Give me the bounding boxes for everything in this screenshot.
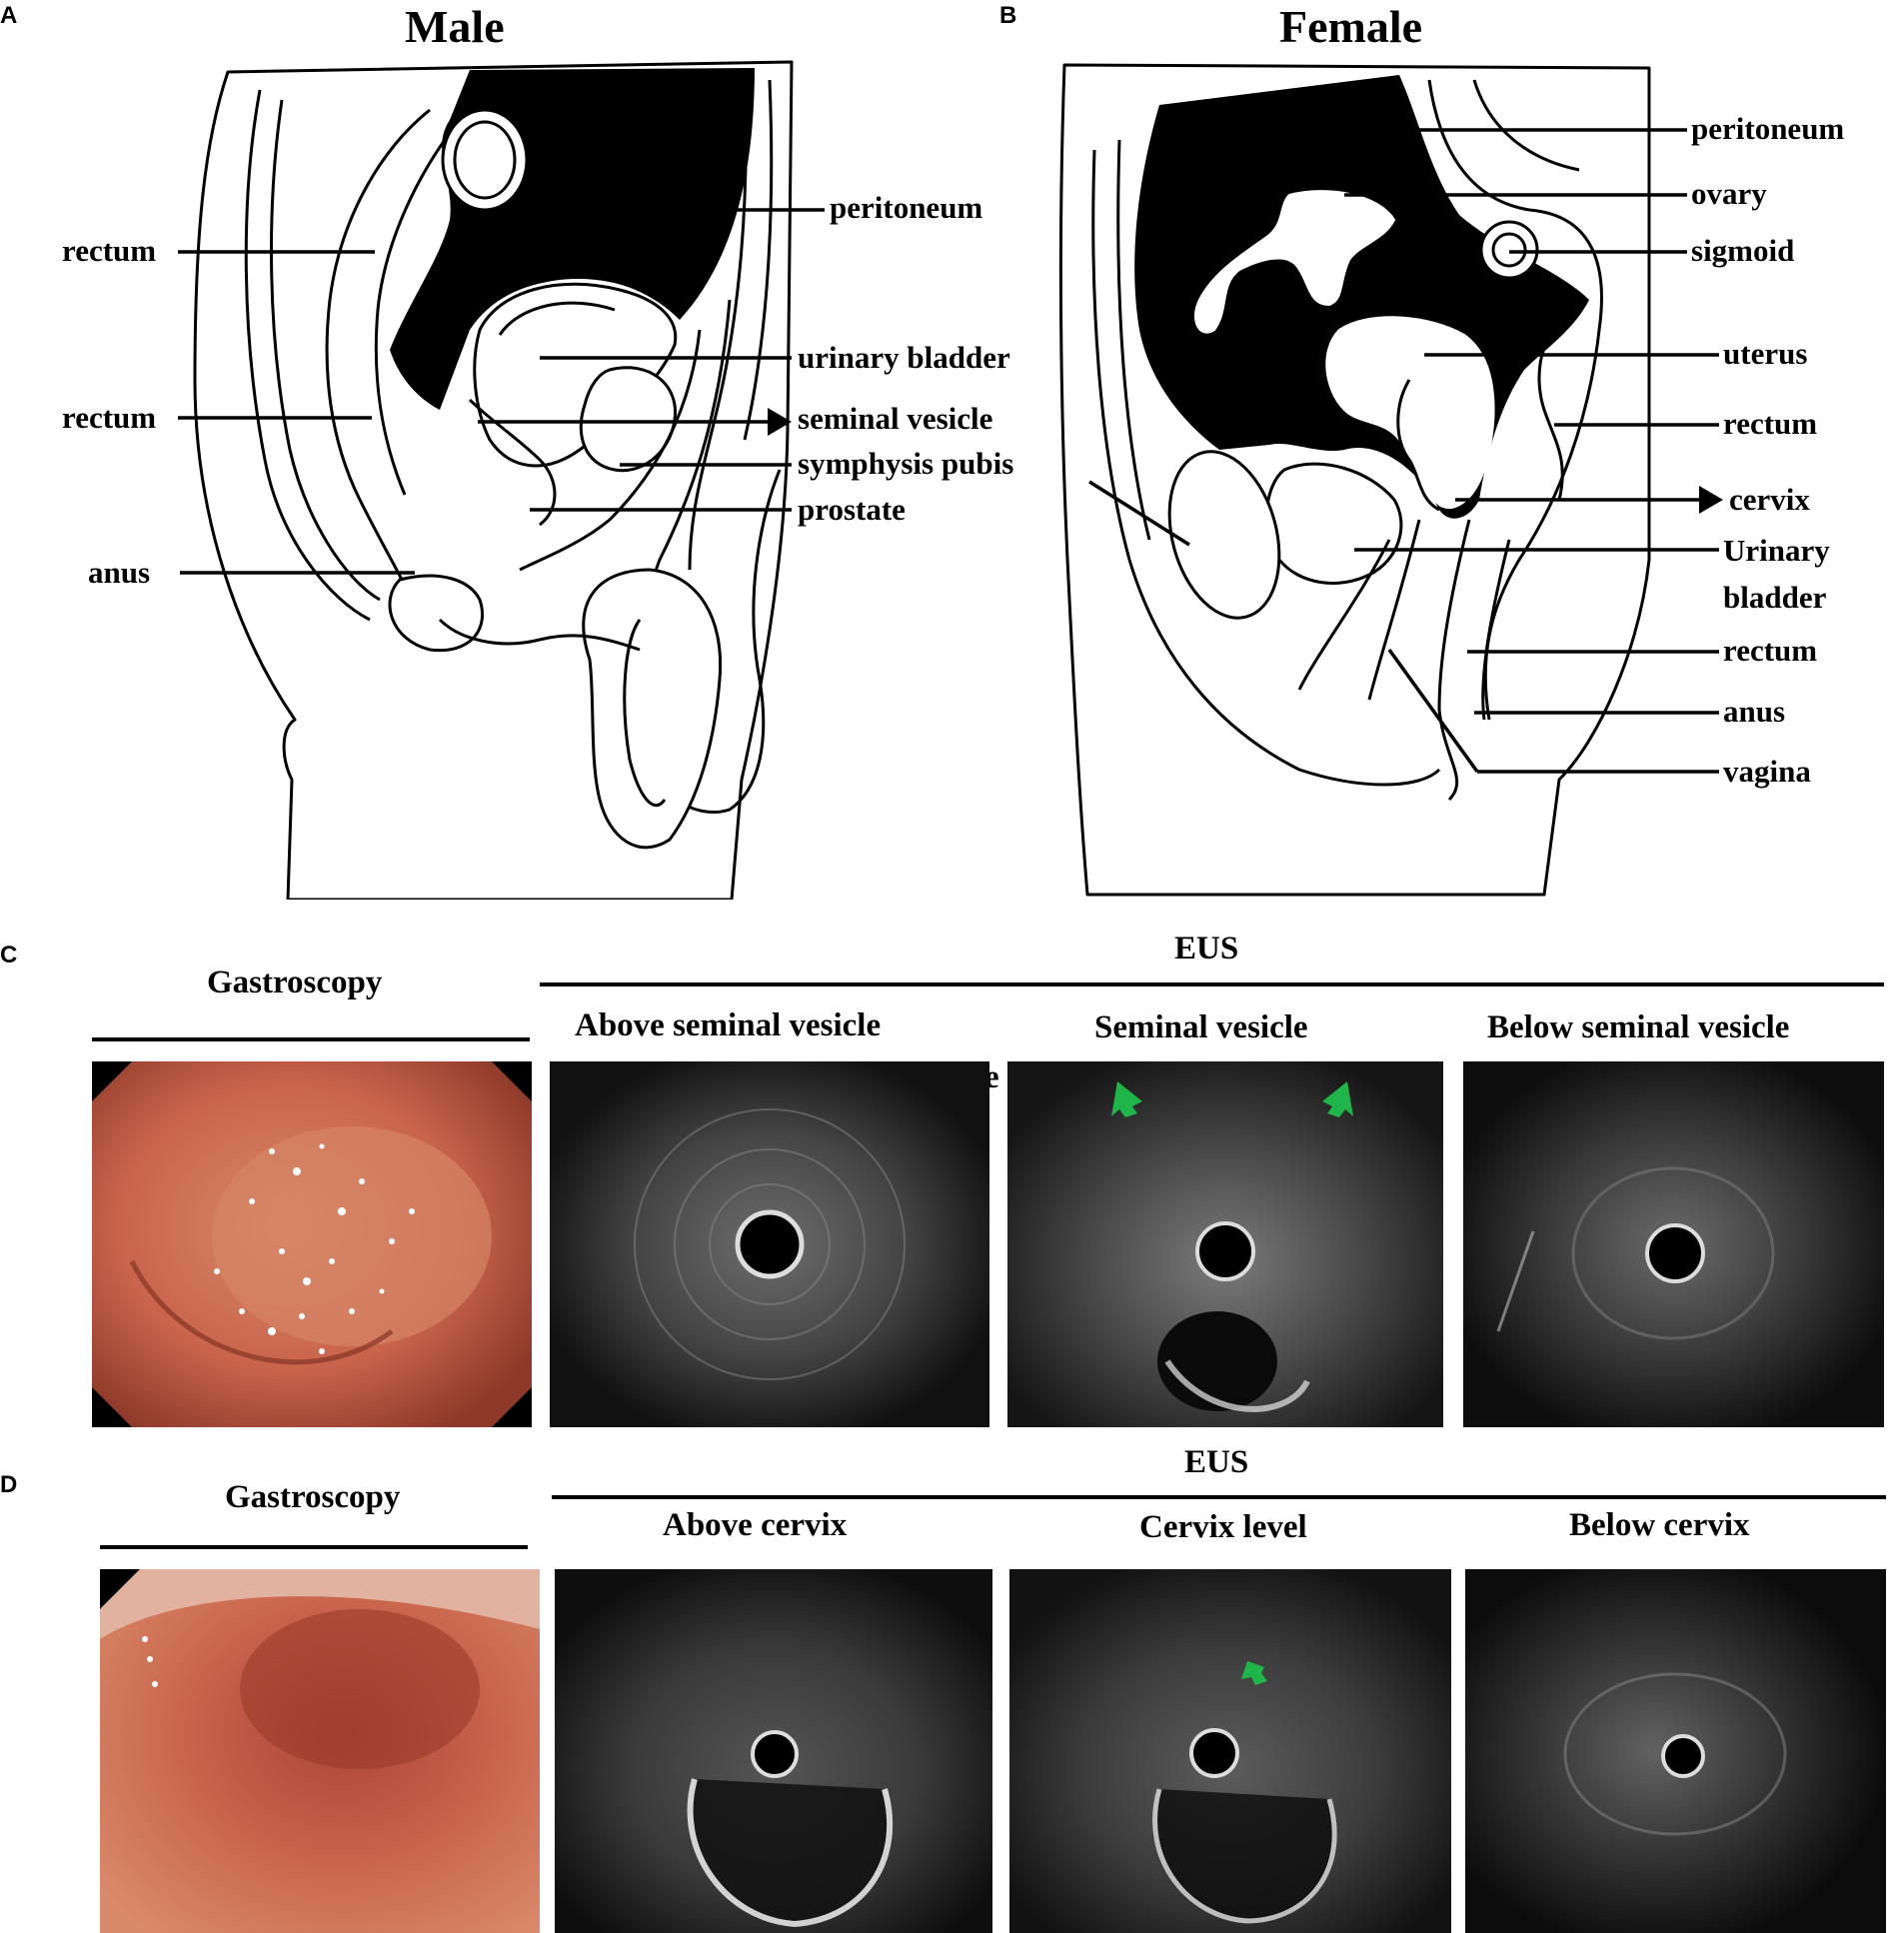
panel-c-eus-rule — [540, 982, 1884, 986]
panel-c-col-seminal: Seminal vesicle — [1094, 1009, 1308, 1045]
panel-c-eus-below-image — [1463, 1061, 1884, 1427]
panel-c-col-below: Below seminal vesicle — [1487, 1009, 1790, 1045]
panel-a-title: Male — [405, 1, 505, 52]
panel-c-col-above: Above seminal vesicle — [575, 1007, 882, 1043]
panel-letter-d: D — [0, 1471, 18, 1498]
green-arrow-icon — [1111, 1081, 1353, 1117]
panel-c-gastroscopy-rule — [92, 1037, 530, 1041]
label-seminal-vesicle: seminal vesicle — [798, 401, 993, 436]
label-f-rectum-upper: rectum — [1723, 406, 1818, 441]
panel-c-gastroscopy-image — [92, 1061, 532, 1427]
panel-d-col-cervix: Cervix level — [1139, 1509, 1307, 1545]
label-f-vagina: vagina — [1723, 754, 1811, 789]
label-f-cervix: cervix — [1729, 482, 1810, 517]
label-anus: anus — [88, 555, 151, 590]
panel-c-eus-header: EUS — [1174, 931, 1239, 966]
panel-d-col-above: Above cervix — [663, 1507, 848, 1543]
panel-letter-c: C — [0, 942, 18, 968]
label-f-uterus: uterus — [1723, 336, 1808, 371]
green-arrow-icon-2 — [1241, 1661, 1267, 1685]
panel-d-gastroscopy-header: Gastroscopy — [225, 1479, 401, 1515]
panel-d-eus-rule — [552, 1495, 1886, 1499]
panel-d-col-below: Below cervix — [1569, 1507, 1750, 1543]
panel-d-eus-cervix-image — [1009, 1569, 1451, 1933]
panel-d-gastroscopy-rule — [100, 1545, 528, 1549]
panel-d-eus-above-image — [555, 1569, 992, 1933]
panel-c-eus-seminal-image — [1007, 1061, 1443, 1427]
panel-d-gastroscopy-image — [100, 1569, 540, 1933]
label-f-sigmoid: sigmoid — [1691, 233, 1795, 268]
label-rectum-lower: rectum — [62, 400, 157, 435]
panel-letter-b: B — [999, 2, 1017, 29]
label-f-anus: anus — [1723, 694, 1786, 729]
label-f-urinary: Urinary — [1723, 533, 1830, 568]
panel-letter-a: A — [0, 2, 18, 29]
label-rectum-upper: rectum — [62, 233, 157, 268]
panel-b-title: Female — [1279, 1, 1423, 52]
label-f-bladder: bladder — [1723, 580, 1827, 615]
panel-d-eus-below-image — [1465, 1569, 1886, 1933]
label-symphysis-pubis: symphysis pubis — [798, 446, 1014, 481]
label-prostate: prostate — [798, 492, 906, 527]
panel-d-eus-header: EUS — [1184, 1444, 1249, 1480]
panel-c-eus-above-image — [550, 1061, 989, 1427]
label-f-peritoneum: peritoneum — [1691, 111, 1845, 146]
label-peritoneum: peritoneum — [830, 190, 983, 225]
panel-c-gastroscopy-header: Gastroscopy — [207, 965, 383, 1000]
male-anatomy-diagram — [178, 60, 1723, 900]
label-f-ovary: ovary — [1691, 176, 1767, 211]
label-f-rectum-lower: rectum — [1723, 633, 1818, 668]
label-urinary-bladder: urinary bladder — [798, 340, 1010, 375]
